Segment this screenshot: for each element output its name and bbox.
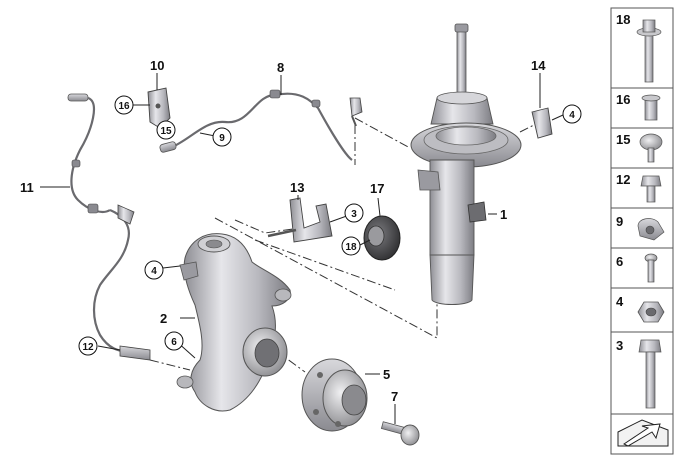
callout-13: 13 bbox=[290, 180, 304, 195]
sidebar-item-16: 16 bbox=[610, 87, 674, 129]
callout-9: 9 bbox=[219, 133, 225, 144]
callout-15-circle bbox=[156, 120, 176, 140]
callout-16: 16 bbox=[118, 101, 130, 112]
callout-4a-circle bbox=[144, 260, 164, 280]
wheel-speed-sensor-8 bbox=[159, 89, 363, 161]
bracket-10 bbox=[147, 87, 171, 129]
flange-bolt-icon bbox=[636, 19, 662, 83]
callout-12: 12 bbox=[82, 342, 94, 353]
hex-nut-icon bbox=[637, 301, 665, 323]
torx-screw-icon bbox=[639, 133, 663, 163]
callout-6: 6 bbox=[171, 337, 177, 348]
callout-2: 2 bbox=[160, 311, 167, 326]
callout-17: 17 bbox=[370, 181, 384, 196]
callout-14: 14 bbox=[531, 58, 546, 73]
strut-assembly-1 bbox=[410, 23, 522, 305]
callouts: 1 2 3 4 4 5 6 7 8 9 10 11 12 13 14 15 16… bbox=[20, 58, 582, 404]
sidebar-item-15: 15 bbox=[610, 127, 674, 169]
callout-4a: 4 bbox=[151, 266, 157, 277]
sidebar-item-3: 3 bbox=[610, 331, 674, 415]
sidebar-label-3: 3 bbox=[616, 338, 623, 353]
wheel-hub-5 bbox=[301, 358, 368, 432]
callout-16-circle bbox=[114, 95, 134, 115]
hex-bolt-icon bbox=[640, 175, 662, 203]
screw-icon bbox=[644, 253, 658, 283]
long-bolt-icon bbox=[638, 339, 662, 409]
sidebar-label-4: 4 bbox=[616, 294, 624, 309]
axle-bolt-7 bbox=[380, 421, 420, 446]
sidebar-label-16: 16 bbox=[616, 92, 630, 107]
callout-3-circle bbox=[344, 203, 364, 223]
sidebar-label-12: 12 bbox=[616, 172, 630, 187]
bracket-14 bbox=[531, 107, 553, 139]
leader-lines bbox=[40, 73, 564, 424]
sidebar-item-18: 18 bbox=[610, 7, 674, 89]
catalog-arrow-logo bbox=[610, 413, 674, 455]
sidebar-item-12: 12 bbox=[610, 167, 674, 209]
callout-4b: 4 bbox=[569, 110, 575, 121]
callout-5: 5 bbox=[383, 367, 390, 382]
bushing-17 bbox=[363, 215, 401, 261]
callout-10: 10 bbox=[150, 58, 164, 73]
cable-clip-icon bbox=[637, 218, 665, 241]
callout-12-circle bbox=[78, 336, 98, 356]
sidebar-item-4: 4 bbox=[610, 287, 674, 333]
callout-15: 15 bbox=[160, 126, 172, 137]
sidebar-label-9: 9 bbox=[616, 214, 623, 229]
callout-6-circle bbox=[164, 331, 184, 351]
callout-18-circle bbox=[341, 236, 361, 256]
callout-4b-circle bbox=[562, 104, 582, 124]
sidebar-label-18: 18 bbox=[616, 12, 630, 27]
sidebar-label-6: 6 bbox=[616, 254, 623, 269]
callout-9-circle bbox=[212, 127, 232, 147]
callout-8: 8 bbox=[277, 60, 284, 75]
parts-sidebar: 18 16 15 12 bbox=[610, 7, 674, 455]
callout-18: 18 bbox=[345, 242, 357, 253]
steering-knuckle-2 bbox=[176, 233, 292, 412]
callout-7: 7 bbox=[391, 389, 398, 404]
sidebar-item-6: 6 bbox=[610, 247, 674, 289]
callout-11: 11 bbox=[20, 180, 34, 195]
sensor-cable-11 bbox=[67, 93, 151, 361]
bracket-13 bbox=[267, 197, 333, 243]
callout-3: 3 bbox=[351, 209, 357, 220]
rivet-nut-icon bbox=[641, 94, 661, 121]
callout-1: 1 bbox=[500, 207, 507, 222]
sidebar-label-15: 15 bbox=[616, 132, 630, 147]
sidebar-item-9: 9 bbox=[610, 207, 674, 249]
